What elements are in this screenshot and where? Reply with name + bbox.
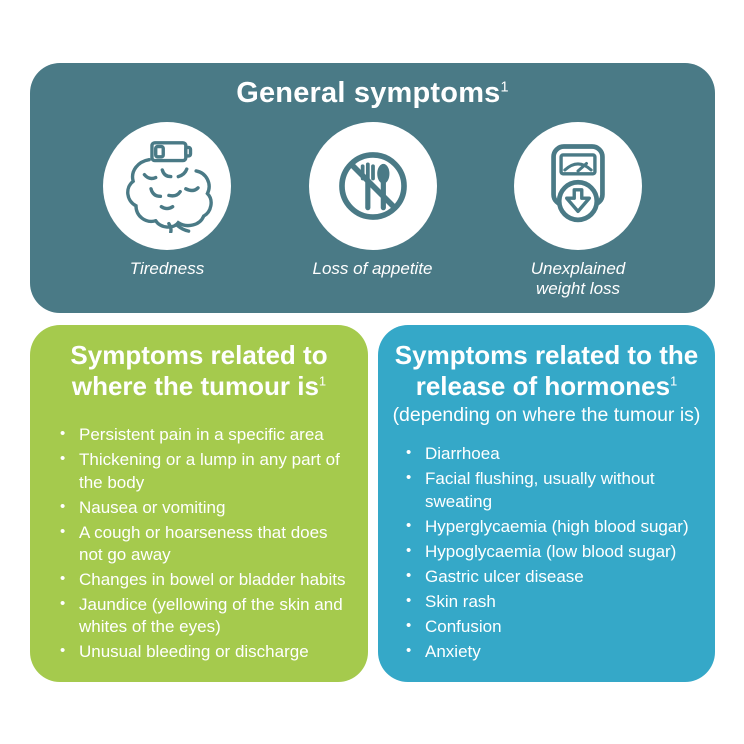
no-food-icon bbox=[326, 139, 420, 233]
list-item: Persistent pain in a specific area bbox=[58, 424, 354, 446]
symptom-caption-weight-loss: Unexplained weight loss bbox=[530, 259, 626, 298]
list-item: Skin rash bbox=[404, 591, 703, 613]
symptom-item-tiredness: Tiredness bbox=[72, 122, 262, 298]
general-symptoms-title-text: General symptoms bbox=[236, 77, 501, 109]
icon-circle bbox=[308, 122, 437, 250]
list-item: Jaundice (yellowing of the skin and whit… bbox=[58, 594, 354, 638]
symptom-item-loss-of-appetite: Loss of appetite bbox=[278, 122, 468, 298]
list-item: Hyperglycaemia (high blood sugar) bbox=[404, 516, 703, 538]
icon-circle bbox=[514, 122, 642, 250]
list-item: Nausea or vomiting bbox=[58, 497, 354, 519]
symptom-item-weight-loss: Unexplained weight loss bbox=[483, 122, 673, 298]
tumour-title-line2: where the tumour is bbox=[71, 371, 319, 402]
list-item: Unusual bleeding or discharge bbox=[58, 641, 354, 663]
list-item: Confusion bbox=[404, 616, 703, 638]
list-item: Anxiety bbox=[404, 641, 703, 663]
list-item: Hypoglycaemia (low blood sugar) bbox=[404, 541, 703, 563]
general-symptoms-panel: General symptoms1 bbox=[30, 63, 715, 313]
hormone-symptoms-list: Diarrhoea Facial flushing, usually witho… bbox=[378, 443, 715, 663]
brain-low-battery-icon bbox=[120, 139, 214, 233]
footnote-marker: 1 bbox=[500, 79, 509, 96]
list-item: Diarrhoea bbox=[404, 443, 703, 465]
weight-scale-down-icon bbox=[531, 139, 625, 233]
hormones-panel-title: Symptoms related to the release of hormo… bbox=[378, 340, 715, 402]
hormones-panel-subtitle: (depending on where the tumour is) bbox=[392, 404, 701, 427]
tumour-symptoms-list: Persistent pain in a specific area Thick… bbox=[30, 424, 368, 663]
general-symptoms-title: General symptoms1 bbox=[30, 77, 715, 110]
symptom-caption-loss-of-appetite: Loss of appetite bbox=[312, 259, 433, 278]
symptom-caption-tiredness: Tiredness bbox=[129, 259, 205, 278]
list-item: Changes in bowel or bladder habits bbox=[58, 569, 354, 591]
hormone-release-panel: Symptoms related to the release of hormo… bbox=[378, 325, 715, 682]
tumour-panel-title: Symptoms related to where the tumour is1 bbox=[30, 340, 368, 402]
list-item: Thickening or a lump in any part of the … bbox=[58, 449, 354, 493]
list-item: Gastric ulcer disease bbox=[404, 566, 703, 588]
list-item: Facial flushing, usually without sweatin… bbox=[404, 468, 703, 512]
list-item: A cough or hoarseness that does not go a… bbox=[58, 522, 354, 566]
footnote-marker: 1 bbox=[318, 373, 327, 389]
footnote-marker: 1 bbox=[670, 373, 678, 389]
tumour-title-line1: Symptoms related to bbox=[70, 340, 328, 370]
icon-circle bbox=[103, 122, 231, 250]
general-symptoms-icons-row: Tiredness bbox=[30, 122, 715, 298]
hormones-title-line1: Symptoms related to the bbox=[394, 340, 699, 370]
tumour-location-panel: Symptoms related to where the tumour is1… bbox=[30, 325, 368, 682]
hormones-title-line2: release of hormones bbox=[415, 371, 671, 402]
